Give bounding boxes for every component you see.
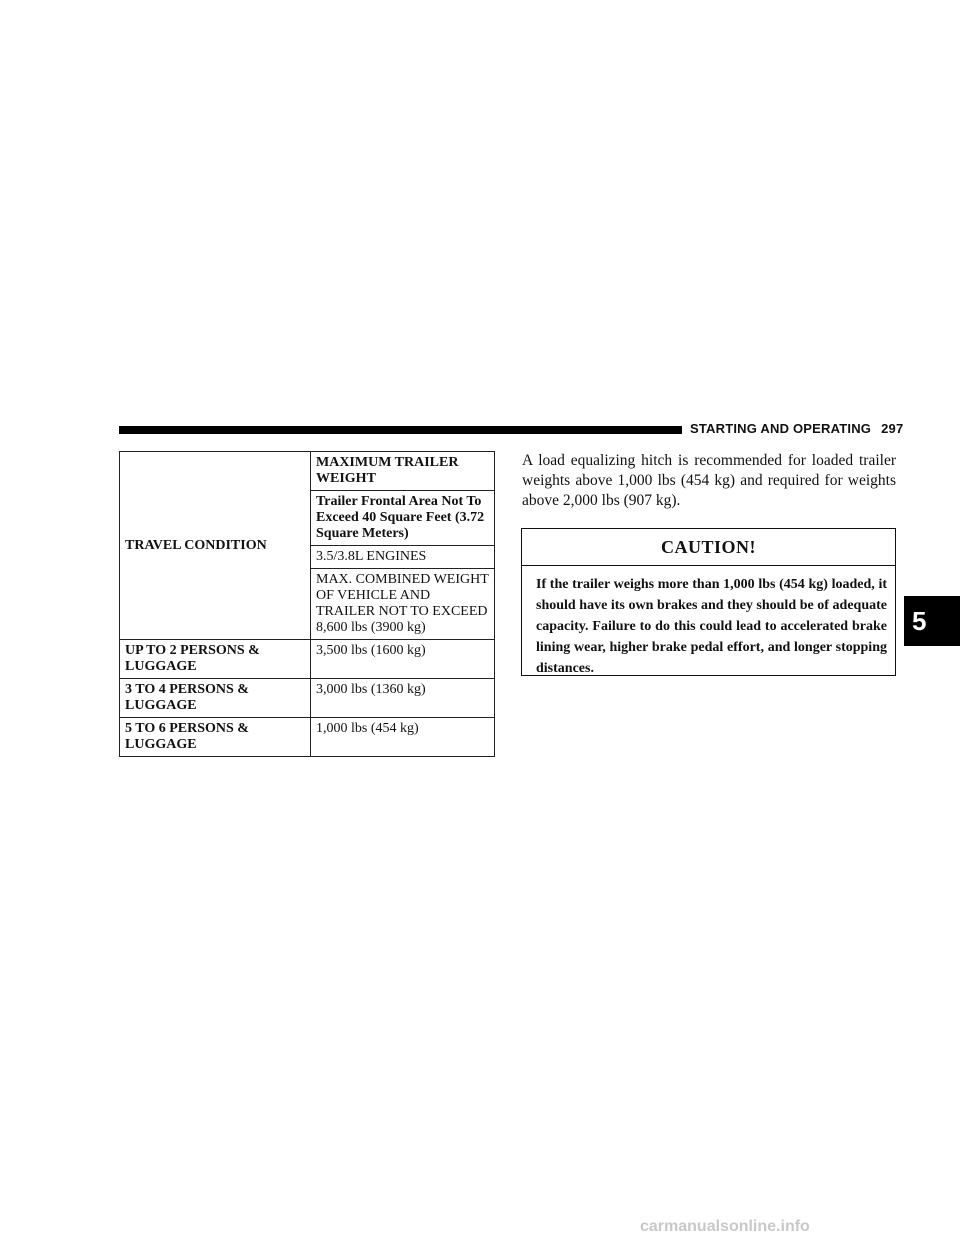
weight-cell: 3,000 lbs (1360 kg) [310, 678, 495, 718]
caution-box: CAUTION! If the trailer weighs more than… [521, 528, 896, 676]
condition-cell: 3 TO 4 PERSONS & LUGGAGE [119, 678, 311, 718]
hitch-paragraph: A load equalizing hitch is recommended f… [522, 452, 896, 509]
running-header: STARTING AND OPERATING 297 [690, 421, 903, 436]
table-row: UP TO 2 PERSONS & LUGGAGE 3,500 lbs (160… [119, 639, 495, 679]
header-rule [119, 426, 682, 434]
frontal-area-note: Trailer Frontal Area Not To Exceed 40 Sq… [310, 490, 495, 546]
caution-title: CAUTION! [522, 529, 895, 566]
table-row: 5 TO 6 PERSONS & LUGGAGE 1,000 lbs (454 … [119, 717, 495, 757]
weight-cell: 3,500 lbs (1600 kg) [310, 639, 495, 679]
condition-cell: UP TO 2 PERSONS & LUGGAGE [119, 639, 311, 679]
towing-weight-table: TRAVEL CONDITION MAXIMUM TRAILER WEIGHT … [119, 451, 495, 757]
max-trailer-weight-header: MAXIMUM TRAILER WEIGHT [310, 451, 495, 491]
chapter-tab: 5 [904, 596, 960, 646]
table-row: MAX. COMBINED WEIGHT OF VEHICLE AND TRAI… [120, 568, 495, 640]
weight-cell: 1,000 lbs (454 kg) [310, 717, 495, 757]
section-title: STARTING AND OPERATING [690, 421, 872, 436]
table-row: TRAVEL CONDITION MAXIMUM TRAILER WEIGHT [119, 451, 495, 640]
combined-weight-cell: MAX. COMBINED WEIGHT OF VEHICLE AND TRAI… [310, 568, 495, 640]
chapter-number: 5 [912, 606, 927, 636]
table-row: Trailer Frontal Area Not To Exceed 40 Sq… [120, 490, 495, 546]
travel-condition-header: TRAVEL CONDITION [119, 451, 311, 640]
table-row: 3 TO 4 PERSONS & LUGGAGE 3,000 lbs (1360… [119, 678, 495, 718]
engines-cell: 3.5/3.8L ENGINES [310, 545, 495, 569]
page-number: 297 [881, 421, 904, 436]
caution-text: If the trailer weighs more than 1,000 lb… [536, 577, 887, 676]
condition-cell: 5 TO 6 PERSONS & LUGGAGE [119, 717, 311, 757]
watermark: carmanualsonline.info [640, 1218, 810, 1235]
